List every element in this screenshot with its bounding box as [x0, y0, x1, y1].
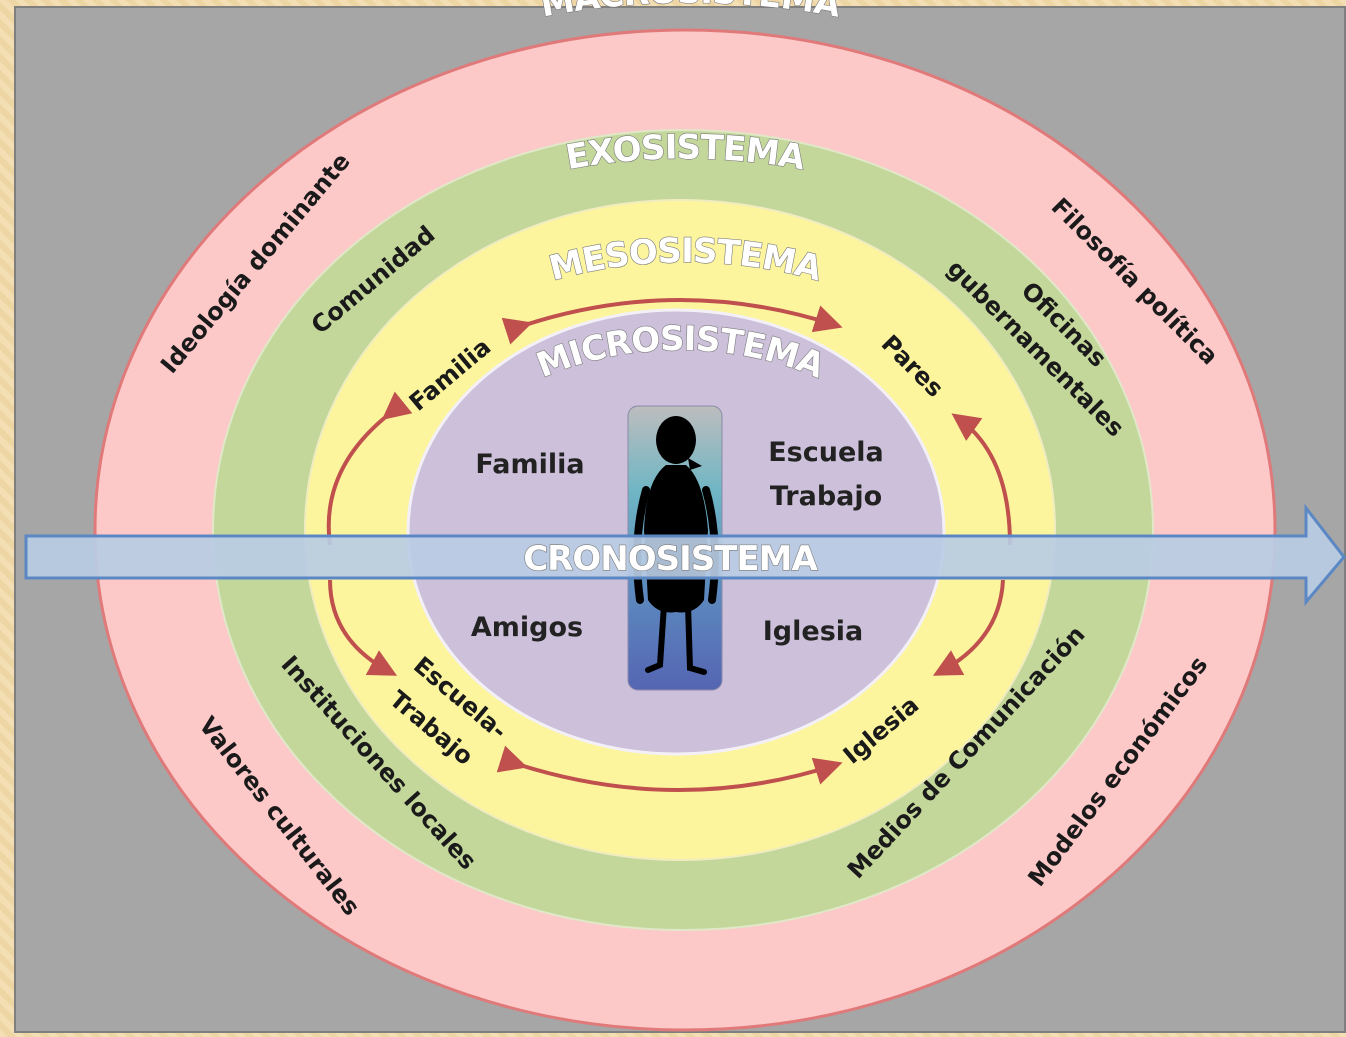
micro-item-school: Escuela: [768, 437, 884, 468]
relation-arrow-right-top: [951, 413, 1012, 546]
relation-arrow-bottom: [496, 745, 843, 792]
relation-arrow-right-bottom: [932, 579, 1005, 676]
chronosystem-arrow: [24, 503, 1346, 607]
relation-arrow-left-bottom: [328, 579, 398, 676]
macrosystem-title: MACROSISTEMA: [537, 0, 844, 26]
relation-arrow-left-top: [326, 391, 413, 546]
chronosystem-title: CRONOSISTEMA: [523, 539, 818, 579]
micro-item-family: Familia: [475, 449, 584, 480]
micro-item-church: Iglesia: [763, 616, 864, 647]
micro-item-friends: Amigos: [471, 612, 583, 643]
micro-item-work: Trabajo: [770, 481, 882, 512]
relation-arrow-top: [501, 298, 843, 345]
